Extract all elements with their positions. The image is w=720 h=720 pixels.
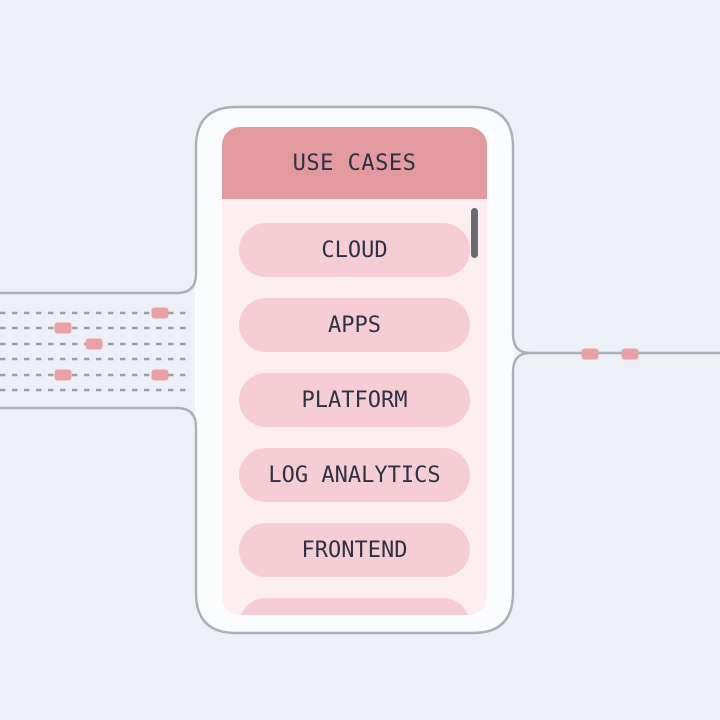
use-case-item-partial[interactable] [239,598,470,615]
scrollbar-thumb[interactable] [471,208,478,258]
use-case-item-log-analytics[interactable]: LOG ANALYTICS [239,448,470,502]
flow-packet [151,369,169,381]
flow-packet [581,348,599,360]
panel-outline-bottom [0,351,531,635]
use-cases-card: USE CASES CLOUD APPS PLATFORM LOG ANALYTICS… [222,127,487,615]
flow-packet [151,307,169,319]
panel-outline-top [0,105,720,355]
use-case-item-cloud[interactable]: CLOUD [239,223,470,277]
use-case-item-platform[interactable]: PLATFORM [239,373,470,427]
panel-title: USE CASES [292,150,417,176]
use-cases-header: USE CASES [222,127,487,199]
use-case-list: CLOUD APPS PLATFORM LOG ANALYTICS FRONTEND [222,199,487,615]
use-case-item-apps[interactable]: APPS [239,298,470,352]
flow-packet [54,322,72,334]
flow-packet [54,369,72,381]
flow-packet [621,348,639,360]
flow-packets [54,307,639,381]
flow-packet [85,338,103,350]
use-case-item-frontend[interactable]: FRONTEND [239,523,470,577]
